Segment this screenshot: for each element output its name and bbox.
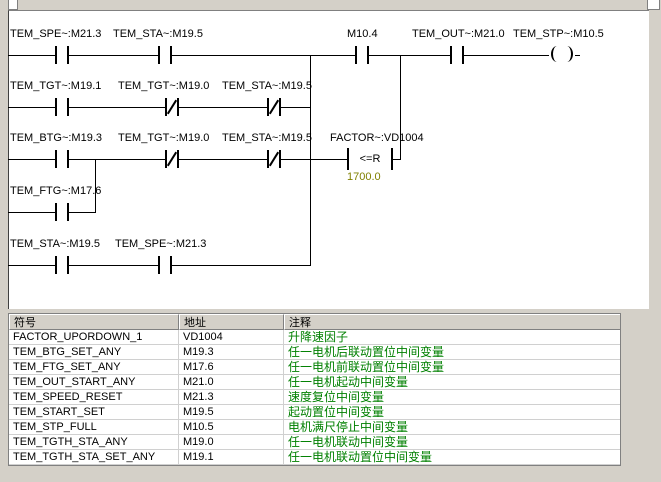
operand-label: TEM_STP~:M10.5 xyxy=(513,28,604,41)
table-row: TEM_START_SET M19.5 起动置位中间变量 xyxy=(9,405,620,420)
wire-horizontal-branch2 xyxy=(8,107,311,108)
table-row: TEM_TGTH_STA_SET_ANY M19.1 任一电机联动置位中间变量 xyxy=(9,450,620,465)
no-contact-tem-out[interactable] xyxy=(450,46,464,64)
symbol-cell[interactable]: TEM_START_SET xyxy=(9,405,179,420)
no-contact-tem-tgt-set[interactable] xyxy=(55,98,69,116)
symbol-cell[interactable]: TEM_STP_FULL xyxy=(9,420,179,435)
address-cell[interactable]: M19.0 xyxy=(179,435,284,450)
table-row: TEM_SPEED_RESET M21.3 速度复位中间变量 xyxy=(9,390,620,405)
nc-slash-icon xyxy=(167,152,177,167)
operand-label: TEM_TGT~:M19.0 xyxy=(118,132,209,145)
no-contact-tem-sta[interactable] xyxy=(55,256,69,274)
symbol-cell[interactable]: TEM_SPEED_RESET xyxy=(9,390,179,405)
comment-cell[interactable]: 起动置位中间变量 xyxy=(284,405,620,420)
symbol-cell[interactable]: TEM_BTG_SET_ANY xyxy=(9,345,179,360)
table-row: TEM_TGTH_STA_ANY M19.0 任一电机联动中间变量 xyxy=(9,435,620,450)
comment-cell[interactable]: 电机满尺停止中间变量 xyxy=(284,420,620,435)
operand-label: TEM_FTG~:M17.6 xyxy=(10,185,101,198)
operand-label: TEM_STA~:M19.5 xyxy=(113,28,203,41)
table-row: TEM_BTG_SET_ANY M19.3 任一电机后联动置位中间变量 xyxy=(9,345,620,360)
operand-label: TEM_TGT~:M19.0 xyxy=(118,80,209,93)
address-cell[interactable]: M21.0 xyxy=(179,375,284,390)
symbol-cell[interactable]: TEM_TGTH_STA_SET_ANY xyxy=(9,450,179,465)
no-contact-tem-spe[interactable] xyxy=(158,256,172,274)
operand-label: FACTOR~:VD1004 xyxy=(330,132,424,145)
nc-slash-icon xyxy=(269,100,279,115)
comment-cell[interactable]: 任一电机前联动置位中间变量 xyxy=(284,360,620,375)
table-row: TEM_OUT_START_ANY M21.0 任一电机起动中间变量 xyxy=(9,375,620,390)
symbol-table-header-row: 符号 地址 注释 xyxy=(9,314,620,330)
operand-label: TEM_SPE~:M21.3 xyxy=(10,28,101,41)
symbol-cell[interactable]: TEM_OUT_START_ANY xyxy=(9,375,179,390)
symbol-cell[interactable]: FACTOR_UPORDOWN_1 xyxy=(9,330,179,345)
comment-cell[interactable]: 速度复位中间变量 xyxy=(284,390,620,405)
address-cell[interactable]: M21.3 xyxy=(179,390,284,405)
operand-label: TEM_TGT~:M19.1 xyxy=(10,80,101,93)
comment-cell[interactable]: 任一电机起动中间变量 xyxy=(284,375,620,390)
comment-cell[interactable]: 升降速因子 xyxy=(284,330,620,345)
nc-contact-tem-tgt[interactable] xyxy=(165,150,179,168)
operand-label: M10.4 xyxy=(347,28,378,41)
address-cell[interactable]: M19.5 xyxy=(179,405,284,420)
nc-contact-tem-tgt[interactable] xyxy=(165,98,179,116)
table-row: TEM_STP_FULL M10.5 电机满尺停止中间变量 xyxy=(9,420,620,435)
wire-horizontal-branch4 xyxy=(8,212,96,213)
operand-label: TEM_OUT~:M21.0 xyxy=(412,28,505,41)
nc-contact-tem-sta[interactable] xyxy=(267,98,281,116)
compare-operator: <=R xyxy=(360,153,381,165)
window-fragment-left xyxy=(8,0,18,10)
no-contact-tem-spe[interactable] xyxy=(55,46,69,64)
nc-slash-icon xyxy=(167,100,177,115)
address-cell[interactable]: M19.1 xyxy=(179,450,284,465)
table-row: TEM_FTG_SET_ANY M17.6 任一电机前联动置位中间变量 xyxy=(9,360,620,375)
address-cell[interactable]: M10.5 xyxy=(179,420,284,435)
symbol-cell[interactable]: TEM_FTG_SET_ANY xyxy=(9,360,179,375)
window-fragment-right xyxy=(647,0,660,10)
comment-cell[interactable]: 任一电机联动置位中间变量 xyxy=(284,450,620,465)
compare-contact-lte[interactable]: <=R xyxy=(347,148,393,170)
operand-label: TEM_STA~:M19.5 xyxy=(222,80,312,93)
no-contact-tem-btg[interactable] xyxy=(55,150,69,168)
address-cell[interactable]: M19.3 xyxy=(179,345,284,360)
column-header-comment[interactable]: 注释 xyxy=(284,314,620,330)
column-header-symbol[interactable]: 符号 xyxy=(9,314,179,330)
compare-constant-value: 1700.0 xyxy=(347,171,381,184)
column-header-address[interactable]: 地址 xyxy=(179,314,284,330)
operand-label: TEM_SPE~:M21.3 xyxy=(115,238,206,251)
no-contact-tem-sta[interactable] xyxy=(158,46,172,64)
output-coil-tem-stp[interactable] xyxy=(549,46,575,64)
operand-label: TEM_BTG~:M19.3 xyxy=(10,132,102,145)
no-contact-m10-4[interactable] xyxy=(355,46,369,64)
comment-cell[interactable]: 任一电机后联动置位中间变量 xyxy=(284,345,620,360)
nc-slash-icon xyxy=(269,152,279,167)
address-cell[interactable]: M17.6 xyxy=(179,360,284,375)
address-cell[interactable]: VD1004 xyxy=(179,330,284,345)
table-row: FACTOR_UPORDOWN_1 VD1004 升降速因子 xyxy=(9,330,620,345)
operand-label: TEM_STA~:M19.5 xyxy=(222,132,312,145)
operand-label: TEM_STA~:M19.5 xyxy=(10,238,100,251)
symbol-cell[interactable]: TEM_TGTH_STA_ANY xyxy=(9,435,179,450)
nc-contact-tem-sta[interactable] xyxy=(267,150,281,168)
no-contact-tem-ftg[interactable] xyxy=(55,203,69,221)
wire-horizontal-rung1 xyxy=(8,55,580,56)
symbol-table: 符号 地址 注释 FACTOR_UPORDOWN_1 VD1004 升降速因子 … xyxy=(8,313,621,466)
comment-cell[interactable]: 任一电机联动中间变量 xyxy=(284,435,620,450)
